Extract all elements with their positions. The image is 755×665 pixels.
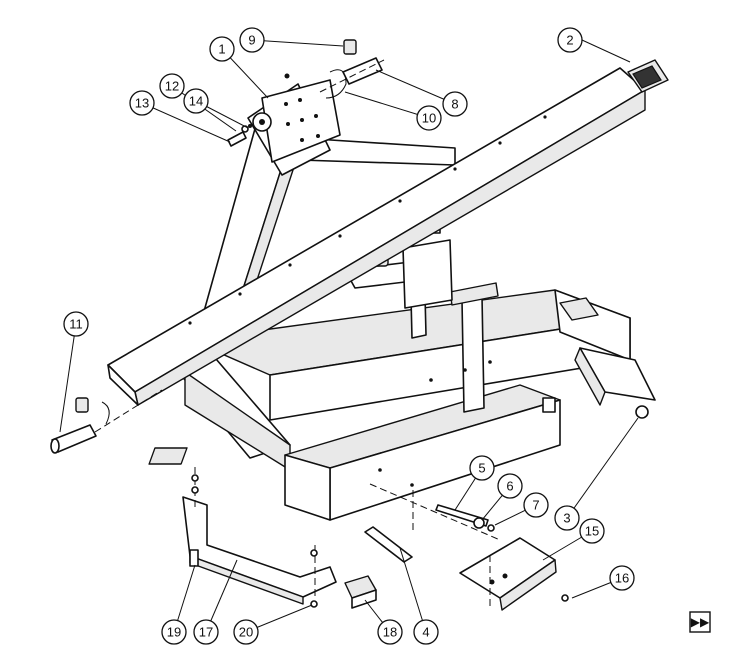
callout-16: 16 (609, 565, 635, 591)
callout-8: 8 (442, 91, 468, 117)
right-skid-bracket (459, 537, 569, 611)
fast-forward-icon: ▶▶ (691, 615, 710, 629)
svg-text:3: 3 (563, 511, 570, 526)
svg-text:12: 12 (165, 79, 179, 94)
svg-text:14: 14 (189, 94, 203, 109)
front-hardware (364, 483, 501, 563)
callout-19: 19 (161, 619, 187, 645)
svg-text:4: 4 (422, 625, 429, 640)
callout-9: 9 (239, 27, 265, 53)
svg-text:18: 18 (383, 625, 397, 640)
callout-12: 12 (159, 73, 185, 99)
callout-18: 18 (377, 619, 403, 645)
lower-pin-assembly (50, 124, 252, 454)
callout-15: 15 (579, 518, 605, 544)
svg-text:17: 17 (199, 625, 213, 640)
callout-2: 2 (557, 27, 583, 53)
callout-5: 5 (469, 455, 495, 481)
svg-text:16: 16 (615, 571, 629, 586)
callout-6: 6 (497, 473, 523, 499)
right-shield-bracket (542, 347, 656, 419)
callout-3: 3 (554, 505, 580, 531)
svg-text:8: 8 (451, 97, 458, 112)
callout-10: 10 (416, 105, 442, 131)
next-page-button[interactable]: ▶▶ (689, 611, 711, 633)
svg-text:6: 6 (506, 479, 513, 494)
a-frame-hitch (153, 79, 456, 389)
end-cap (627, 59, 669, 93)
svg-text:2: 2 (566, 33, 573, 48)
svg-text:15: 15 (585, 524, 599, 539)
svg-text:7: 7 (532, 498, 539, 513)
upper-pin-assembly (284, 39, 385, 99)
svg-text:11: 11 (69, 317, 83, 332)
callout-14: 14 (183, 88, 209, 114)
svg-text:9: 9 (248, 33, 255, 48)
svg-text:13: 13 (135, 96, 149, 111)
svg-text:20: 20 (239, 625, 253, 640)
callout-7: 7 (523, 492, 549, 518)
callout-17: 17 (193, 619, 219, 645)
svg-text:1: 1 (218, 42, 225, 57)
callout-13: 13 (129, 90, 155, 116)
callout-11: 11 (63, 311, 89, 337)
callout-20: 20 (233, 619, 259, 645)
main-frame (148, 214, 631, 521)
left-skid-bracket (182, 467, 377, 609)
callout-1: 1 (209, 36, 235, 62)
svg-text:19: 19 (167, 625, 181, 640)
svg-text:5: 5 (478, 461, 485, 476)
svg-text:10: 10 (422, 111, 436, 126)
callout-4: 4 (413, 619, 439, 645)
